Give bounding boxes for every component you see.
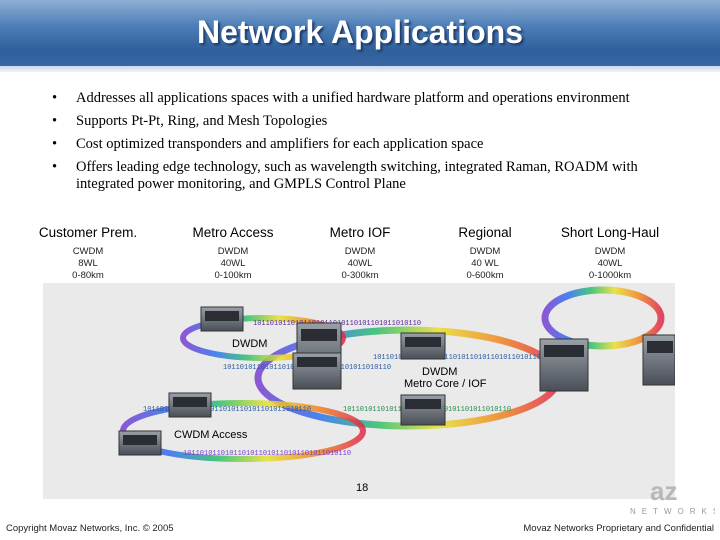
equipment-chassis <box>400 332 446 360</box>
segment-desc: DWDM 40WL 0-1000km <box>544 246 676 282</box>
page-number: 18 <box>356 482 369 494</box>
segment-reach: 0-600km <box>466 270 504 281</box>
equipment-chassis <box>200 306 244 332</box>
segment-wavelengths: 40WL <box>597 258 623 269</box>
bullet-item: Supports Pt-Pt, Ring, and Mesh Topologie… <box>48 113 668 130</box>
segment-wavelengths: 40WL <box>220 258 246 269</box>
equipment-chassis <box>642 334 675 386</box>
equipment-chassis <box>168 392 212 418</box>
segment-wavelengths: 8WL <box>78 258 98 269</box>
metro-core-label: Metro Core / IOF <box>404 378 487 390</box>
segment-customer-prem: Customer Prem. CWDM 8WL 0-80km <box>22 225 154 282</box>
copyright-footer: Copyright Movaz Networks, Inc. © 2005 <box>6 523 174 534</box>
segment-tech: DWDM <box>594 246 626 257</box>
segment-regional: Regional DWDM 40 WL 0-600km <box>419 225 551 282</box>
segment-desc: CWDM 8WL 0-80km <box>22 246 154 282</box>
network-diagram: 1011010110101101011010110101101011010110… <box>118 286 675 462</box>
dwdm-label: DWDM <box>232 338 268 350</box>
confidential-footer: Movaz Networks Proprietary and Confident… <box>523 523 714 534</box>
bullet-list: Addresses all applications spaces with a… <box>48 90 668 199</box>
segment-name: Short Long-Haul <box>560 225 660 240</box>
bullet-item: Cost optimized transponders and amplifie… <box>48 136 668 153</box>
segment-desc: DWDM 40WL 0-300km <box>294 246 426 282</box>
segment-name: Metro Access <box>192 225 274 240</box>
bullet-item: Offers leading edge technology, such as … <box>48 159 668 193</box>
segment-tech: DWDM <box>469 246 501 257</box>
equipment-chassis <box>292 352 342 390</box>
segment-desc: DWDM 40 WL 0-600km <box>419 246 551 282</box>
segment-wavelengths: 40WL <box>347 258 373 269</box>
segment-name: Customer Prem. <box>38 225 138 240</box>
ring-bits: 1011010110101101011010110101101011010110 <box>143 406 311 414</box>
ring-bits: 1011010110101101011010110101101011010110 <box>183 450 351 458</box>
logo-mark: az <box>650 478 677 506</box>
segment-tech: CWDM <box>72 246 104 257</box>
company-logo: az NETWORKS <box>630 478 715 516</box>
segment-name: Metro IOF <box>329 225 391 240</box>
cwdm-access-label: CWDM Access <box>174 429 248 441</box>
equipment-chassis <box>118 430 162 456</box>
metro-access-ring <box>180 315 346 361</box>
segment-metro-iof: Metro IOF DWDM 40WL 0-300km <box>294 225 426 282</box>
equipment-chassis <box>400 394 446 426</box>
segment-tech: DWDM <box>344 246 376 257</box>
segment-reach: 0-300km <box>341 270 379 281</box>
long-haul-ring <box>541 286 665 350</box>
ring-bits: 1011010110101101011010110101101011010110 <box>373 354 541 362</box>
segment-tech: DWDM <box>217 246 249 257</box>
bullet-item: Addresses all applications spaces with a… <box>48 90 668 107</box>
equipment-chassis <box>539 338 589 392</box>
segment-metro-access: Metro Access DWDM 40WL 0-100km <box>167 225 299 282</box>
segment-reach: 0-100km <box>214 270 252 281</box>
segment-short-long-haul: Short Long-Haul DWDM 40WL 0-1000km <box>544 225 676 282</box>
segment-reach: 0-1000km <box>588 270 632 281</box>
page-title: Network Applications <box>197 14 523 50</box>
segment-desc: DWDM 40WL 0-100km <box>167 246 299 282</box>
segment-wavelengths: 40 WL <box>471 258 499 269</box>
title-banner: Network Applications <box>0 0 720 72</box>
segment-reach: 0-80km <box>72 270 104 281</box>
segment-name: Regional <box>458 225 512 240</box>
logo-wordmark: NETWORKS <box>630 507 715 516</box>
dwdm-core-label: DWDM <box>422 366 458 378</box>
